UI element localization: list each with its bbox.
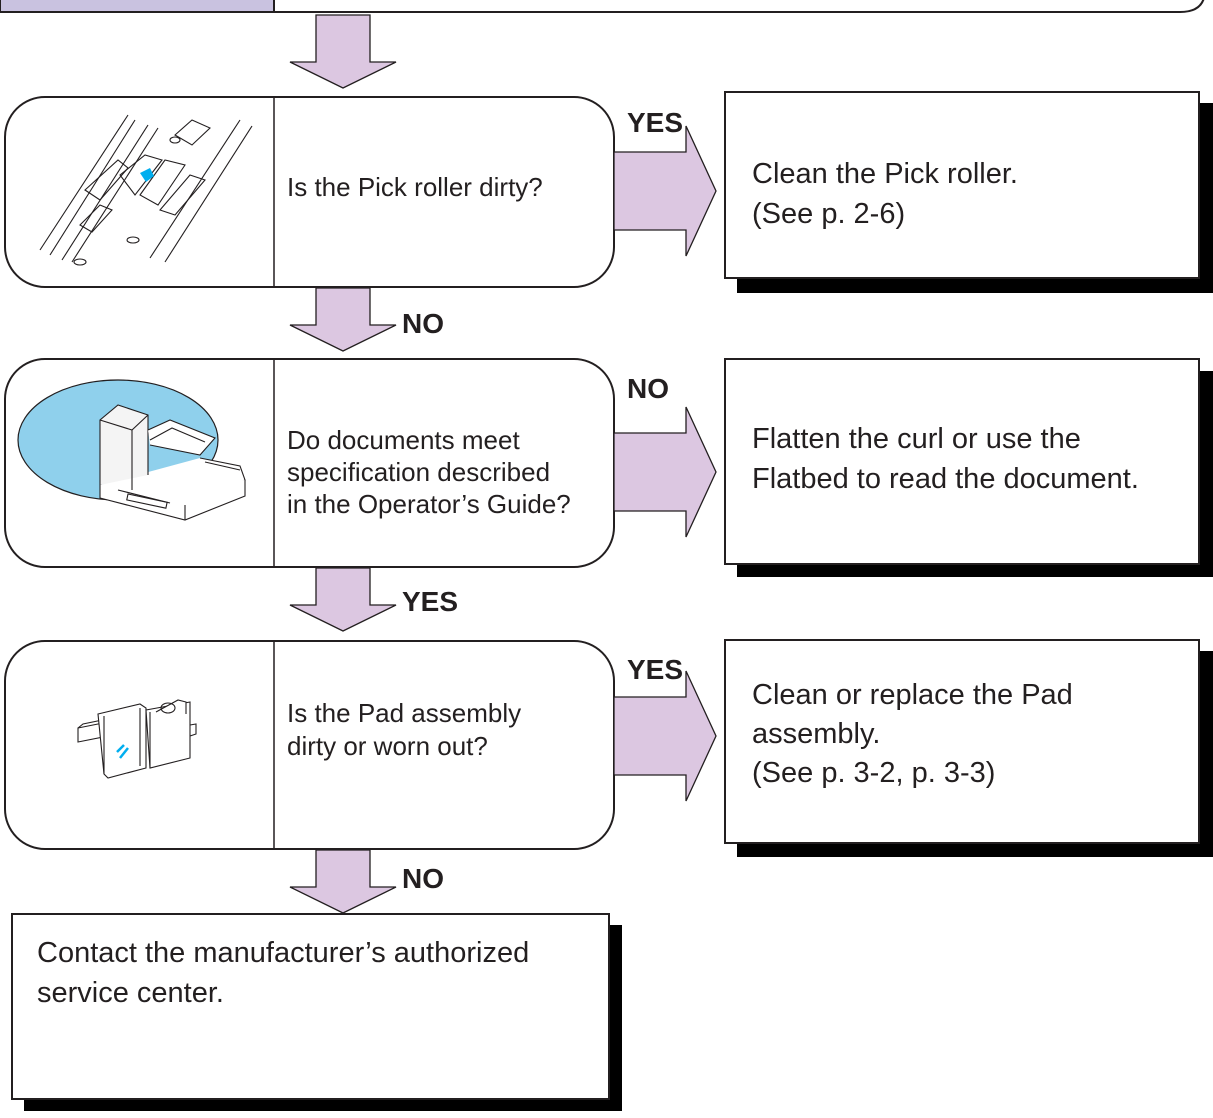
decision-question-1: Is the Pick roller dirty? <box>287 172 543 202</box>
decision-question-2-line-2: specification described <box>287 457 550 487</box>
down-arrow-2 <box>289 567 397 632</box>
action-3-line-3: (See p. 3-2, p. 3-3) <box>752 757 995 789</box>
svg-text:Is the Pad assembly dirt: Is the Pad assembly dirty or worn out? <box>287 698 528 761</box>
branch-label-3: YES <box>627 654 683 685</box>
final-action-box: Contact the manufacturer’s authorized se… <box>11 913 622 1111</box>
down-arrow-0 <box>289 14 397 89</box>
final-action-line-1: Contact the manufacturer’s authorized <box>37 937 529 969</box>
svg-text:Clean or replace the Pad: Clean or replace the Pad assembly. (See … <box>752 679 1081 789</box>
branch-label-1: YES <box>627 107 683 138</box>
decision-question-3-line-1: Is the Pad assembly <box>287 698 521 728</box>
right-arrow-1 <box>613 125 717 257</box>
pad-dirt-icon <box>116 744 129 759</box>
svg-text:Clean the Pick roller. (: Clean the Pick roller. (See p. 2-6) <box>752 158 1026 230</box>
scanner-illustration <box>17 379 246 521</box>
previous-step-header <box>0 0 275 13</box>
down-arrow-1 <box>289 287 397 352</box>
pad-assembly-illustration <box>77 699 197 779</box>
down-arrow-3 <box>289 849 397 914</box>
action-box-1: Clean the Pick roller. (See p. 2-6) <box>724 91 1213 293</box>
decision-step-1: Is the Pick roller dirty? <box>4 96 615 288</box>
right-arrow-2 <box>613 406 717 538</box>
branch-label-2: NO <box>627 373 669 404</box>
action-1-line-2: (See p. 2-6) <box>752 198 905 230</box>
decision-question-3-line-2: dirty or worn out? <box>287 731 488 761</box>
down-label-3: NO <box>402 863 444 894</box>
action-1-line-1: Clean the Pick roller. <box>752 158 1018 190</box>
action-3-line-1: Clean or replace the Pad <box>752 679 1073 711</box>
down-label-2: YES <box>402 586 458 617</box>
right-arrow-3 <box>613 670 717 802</box>
svg-text:Contact the manufacturer’s aut: Contact the manufacturer’s authorized se… <box>37 937 537 1009</box>
dirt-highlight-icon <box>140 168 154 182</box>
previous-step-box <box>0 0 1205 13</box>
svg-text:Do documents meet specif: Do documents meet specification describe… <box>287 425 571 519</box>
final-action-line-2: service center. <box>37 977 224 1009</box>
action-2-line-1: Flatten the curl or use the <box>752 423 1081 455</box>
decision-question-2-line-3: in the Operator’s Guide? <box>287 489 571 519</box>
decision-question-2-line-1: Do documents meet <box>287 425 520 455</box>
action-2-line-2: Flatbed to read the document. <box>752 463 1139 495</box>
pick-roller-illustration <box>39 114 253 266</box>
action-box-3: Clean or replace the Pad assembly. (See … <box>724 639 1213 857</box>
action-box-2: Flatten the curl or use the Flatbed to r… <box>724 358 1213 577</box>
decision-step-2: Do documents meet specification describe… <box>4 358 615 568</box>
down-label-1: NO <box>402 308 444 339</box>
svg-text:Flatten the curl or use the: Flatten the curl or use the Flatbed to r… <box>752 423 1139 495</box>
decision-step-3: Is the Pad assembly dirty or worn out? <box>4 640 615 850</box>
action-3-line-2: assembly. <box>752 718 880 750</box>
